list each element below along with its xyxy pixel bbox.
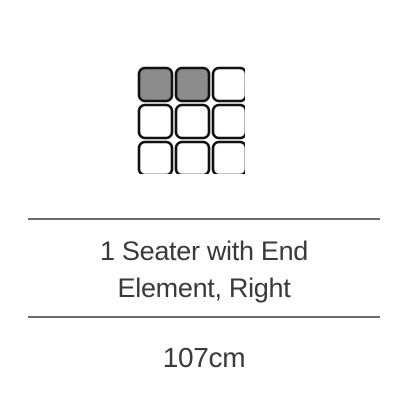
module-cell-empty xyxy=(211,140,245,174)
product-name-line-1: 1 Seater with End xyxy=(99,236,309,266)
product-size: 107cm xyxy=(162,342,246,373)
module-cell-empty xyxy=(211,66,245,103)
module-cell-filled xyxy=(174,66,211,103)
divider-bottom xyxy=(28,316,380,318)
sofa-module-grid-icon xyxy=(137,66,245,174)
module-cell-empty xyxy=(211,103,245,140)
module-cell-empty xyxy=(174,103,211,140)
product-name: 1 Seater with End Element, Right xyxy=(28,233,380,307)
module-cell-empty xyxy=(137,103,174,140)
divider-top xyxy=(28,218,380,220)
module-cell-empty xyxy=(174,140,211,174)
module-cell-filled xyxy=(137,66,174,103)
product-name-line-2: Element, Right xyxy=(117,273,291,303)
module-cell-empty xyxy=(137,140,174,174)
